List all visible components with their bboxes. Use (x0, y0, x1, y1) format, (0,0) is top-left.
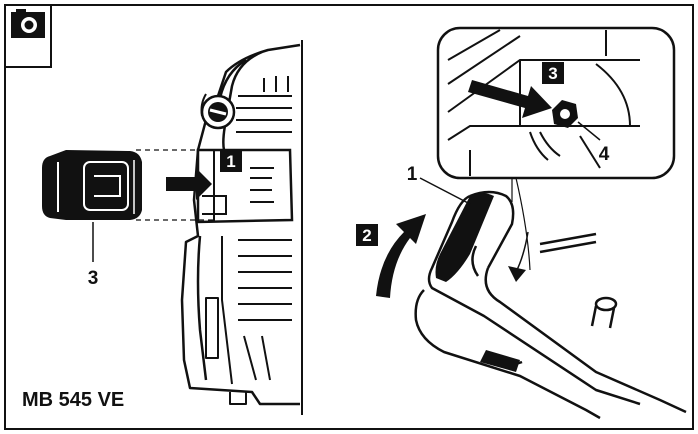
callout-battery: 3 (88, 222, 99, 289)
battery-slot (196, 148, 294, 224)
saw-body (180, 43, 301, 406)
trigger-lever (539, 232, 597, 254)
rotate-arrow-icon (376, 214, 426, 298)
rear-handle (414, 190, 687, 420)
battery-pack (42, 150, 142, 220)
release-button-icon (552, 100, 578, 128)
camera-icon (4, 4, 52, 68)
step-badge-2-text: 2 (362, 226, 371, 245)
detail-inset (436, 26, 676, 180)
push-arrow-icon (468, 80, 552, 118)
callout-handle-text: 1 (407, 164, 418, 185)
callout-battery-text: 3 (88, 268, 99, 289)
step-badge-3: 3 (542, 62, 564, 84)
insert-arrow-icon (166, 168, 212, 200)
step-badge-2: 2 (356, 224, 378, 246)
inset-leader (511, 177, 531, 271)
handle-trim (480, 350, 520, 372)
step-badge-1: 1 (220, 150, 242, 172)
curve-arrow-icon (508, 231, 529, 282)
safety-button-icon (590, 296, 618, 329)
knob-icon (200, 93, 236, 130)
callout-button: 4 (577, 121, 610, 165)
step-badge-3-text: 3 (548, 64, 557, 83)
callout-button-text: 4 (599, 144, 610, 165)
handle-grip (435, 193, 494, 282)
insertion-guide (136, 149, 216, 221)
callout-handle: 1 (407, 164, 471, 205)
step-badge-1-text: 1 (226, 152, 235, 171)
model-label: MB 545 VE (22, 389, 124, 411)
